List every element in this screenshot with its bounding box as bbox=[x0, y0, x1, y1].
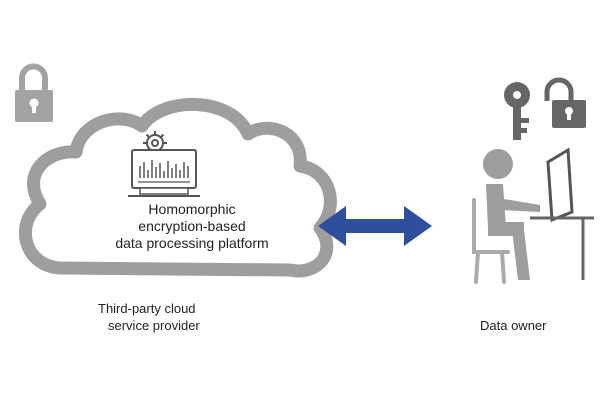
cloud-label-line3: data processing platform bbox=[115, 235, 269, 251]
cloud-caption-line2: service provider bbox=[108, 318, 200, 333]
cloud-caption-line1: Third-party cloud bbox=[98, 301, 196, 316]
cloud-label-line1: Homomorphic bbox=[148, 201, 236, 217]
owner-caption: Data owner bbox=[480, 318, 547, 333]
cloud-label-line2: encryption-based bbox=[138, 218, 246, 234]
